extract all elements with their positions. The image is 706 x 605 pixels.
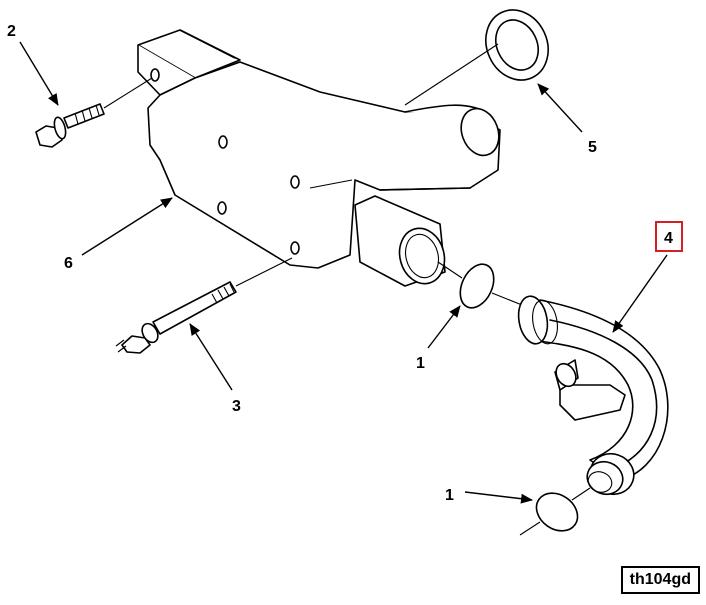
- callout-3: 3: [232, 398, 241, 415]
- callout-2: 2: [7, 23, 16, 40]
- callout-1-upper: 1: [416, 355, 425, 372]
- ring-seal: [404, 9, 549, 106]
- callout-4-highlight-box: [655, 221, 683, 252]
- o-ring-lower: [519, 487, 591, 536]
- hex-bolt-short: [35, 77, 153, 148]
- callout-4: 4: [664, 230, 673, 247]
- thermostat-housing: [137, 29, 501, 287]
- callout-6: 6: [64, 255, 73, 272]
- callout-arrows: [19, 41, 668, 504]
- elbow-hose: [517, 295, 669, 496]
- long-stud-bolt: [115, 257, 293, 354]
- callout-1-lower: 1: [445, 487, 454, 504]
- o-ring-upper: [437, 261, 523, 309]
- drawing-code-label: th104gd: [620, 566, 700, 594]
- callout-5: 5: [588, 139, 597, 156]
